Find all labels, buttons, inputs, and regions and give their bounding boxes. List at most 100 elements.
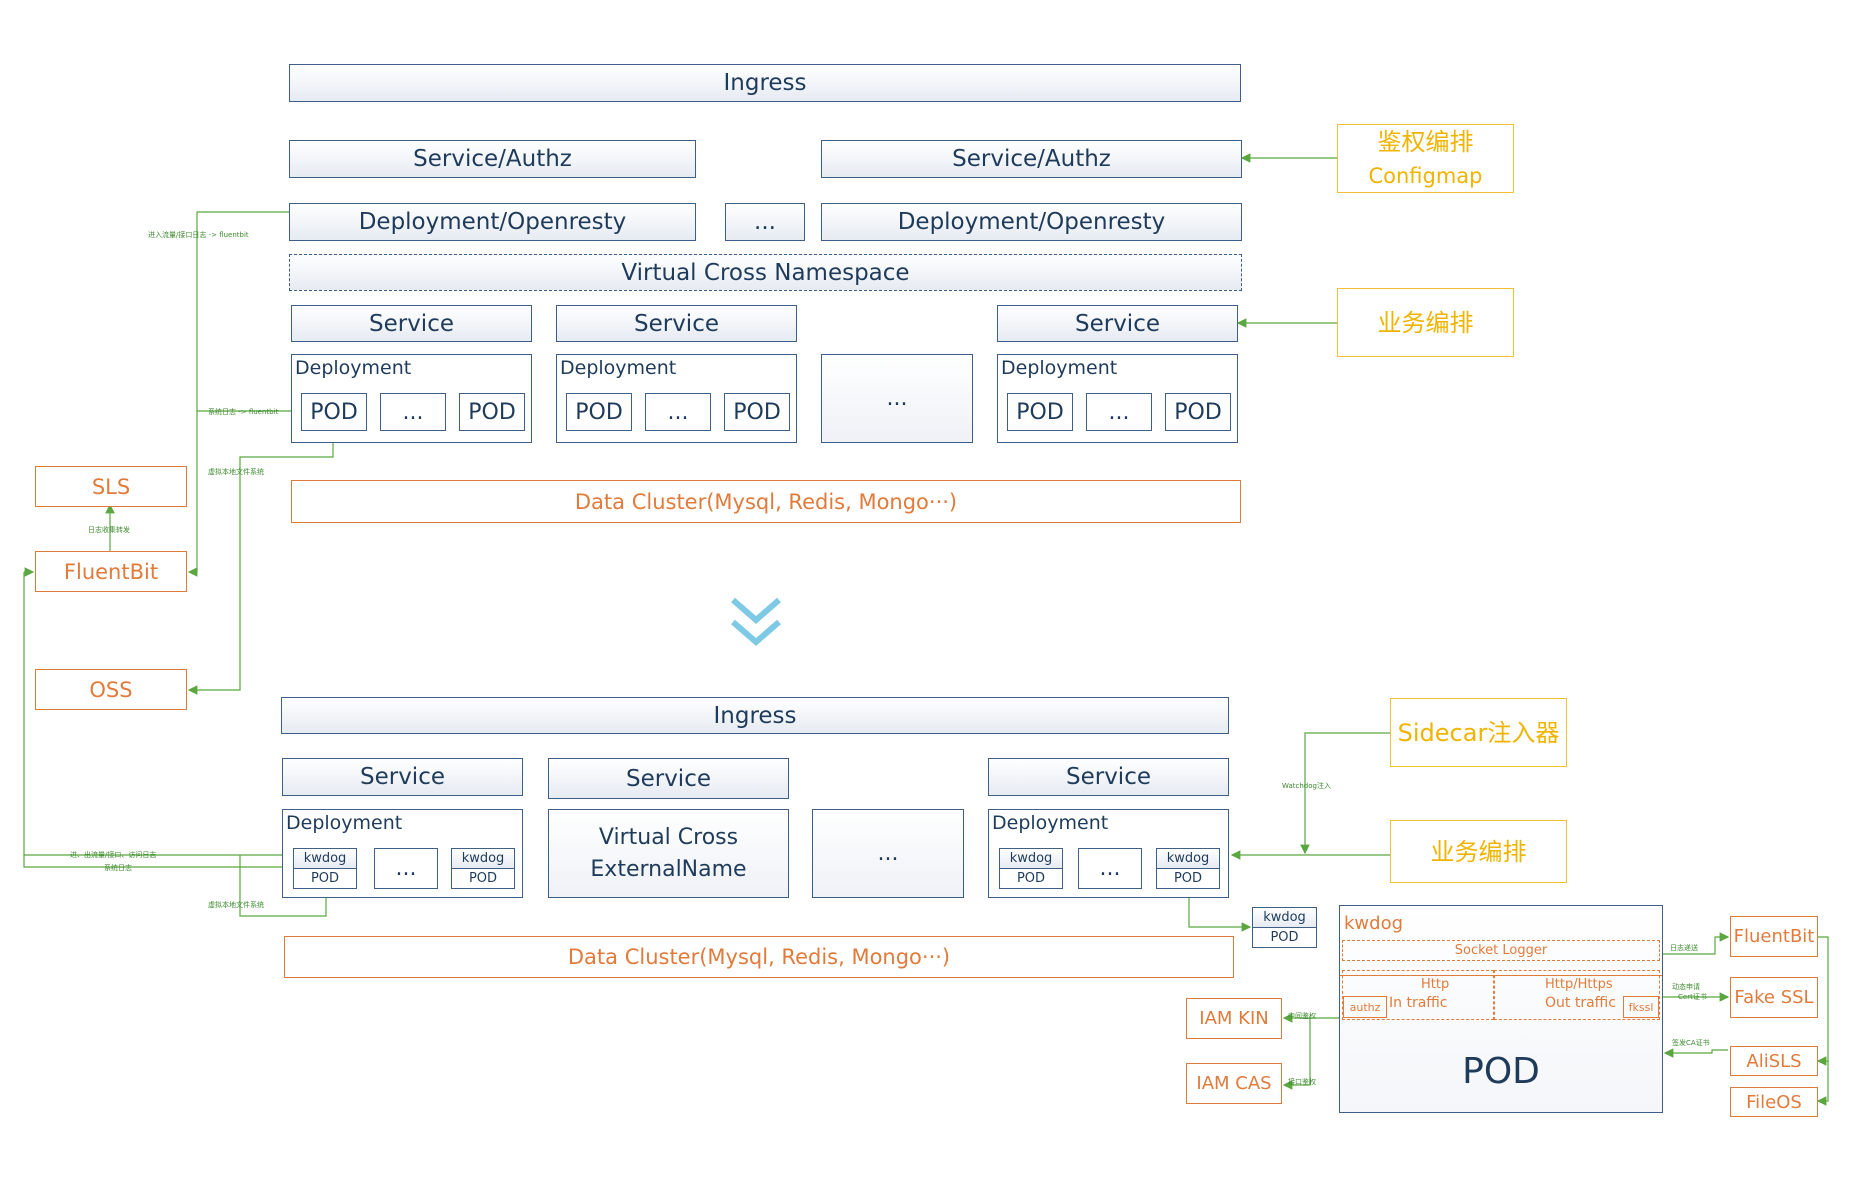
pod-ellipsis: ... <box>1086 393 1152 431</box>
connector-iam-cas <box>1282 1017 1348 1090</box>
kwdog-detail-panel: kwdog Socket Logger Http In traffic auth… <box>1339 905 1663 1113</box>
kwdog-label: kwdog <box>1253 908 1316 928</box>
out-traffic-label: Out traffic <box>1545 995 1616 1011</box>
kwdog-pod: kwdog POD <box>451 848 515 889</box>
in-traffic-label: In traffic <box>1389 995 1448 1011</box>
pod-label: POD <box>575 399 623 425</box>
pod-ellipsis: ... <box>1078 848 1142 889</box>
top-deployment-3: Deployment POD ... POD <box>997 354 1238 443</box>
kwdog-pod: kwdog POD <box>1156 848 1220 889</box>
ellipsis-label: ... <box>395 856 417 881</box>
http-https-label: Http/Https <box>1545 977 1613 992</box>
pod-label: POD <box>1016 399 1064 425</box>
kwdog-label: kwdog <box>294 849 356 869</box>
bottom-ingress: Ingress <box>281 697 1229 734</box>
oss-box: OSS <box>35 669 187 710</box>
out-traffic-section: Http/Https Out traffic fkssl <box>1494 970 1660 1020</box>
ellipsis-label: ... <box>402 399 424 425</box>
virtual-cross-namespace-label: Virtual Cross Namespace <box>621 259 910 286</box>
ellipsis-label: ... <box>754 209 776 235</box>
kwdog-pod: kwdog POD <box>293 848 357 889</box>
deployment-openresty-label: Deployment/Openresty <box>358 209 627 235</box>
pod-label: POD <box>733 399 781 425</box>
fileos-box: FileOS <box>1730 1087 1818 1117</box>
iam-cas-box: IAM CAS <box>1186 1063 1282 1104</box>
pod: POD <box>459 393 525 431</box>
edge-label: 日志递送 <box>1670 944 1698 952</box>
kwdog-pod-standalone: kwdog POD <box>1252 907 1317 948</box>
top-deployment-2: Deployment POD ... POD <box>556 354 797 443</box>
alisls-label: AliSLS <box>1746 1050 1802 1072</box>
socket-logger-label: Socket Logger <box>1454 943 1548 958</box>
connector-openresty-fluentbit <box>187 211 289 577</box>
bottom-deployment-3: Deployment kwdog POD ... kwdog POD <box>988 809 1229 898</box>
top-data-cluster: Data Cluster(Mysql, Redis, Mongo···) <box>291 480 1241 523</box>
edge-label: 日志收集转发 <box>88 526 130 534</box>
service-label: Service <box>368 310 454 337</box>
authz-box: authz <box>1343 996 1387 1018</box>
edge-label: 系统日志 -> fluentbit <box>208 408 279 416</box>
top-ingress: Ingress <box>289 64 1241 102</box>
service-label: Service <box>1065 764 1151 790</box>
pod-label: POD <box>310 399 358 425</box>
kwdog-section <box>1340 906 1662 976</box>
bottom-ingress-label: Ingress <box>713 702 797 729</box>
connector-alisls <box>1816 936 1829 1066</box>
connector-bottom-loop <box>23 572 294 868</box>
kwdog-detail-label: kwdog <box>1344 913 1404 934</box>
service-label: Service <box>359 764 445 790</box>
edge-label: Cert证书 <box>1678 993 1707 1001</box>
fake-ssl-box: Fake SSL <box>1730 977 1818 1018</box>
top-virtual-cross-namespace: Virtual Cross Namespace <box>289 254 1242 291</box>
iam-kin-label: IAM KIN <box>1199 1008 1269 1029</box>
fluentbit-box: FluentBit <box>35 551 187 592</box>
service-authz-label: Service/Authz <box>413 146 572 172</box>
top-service-2: Service <box>556 305 797 342</box>
ellipsis-label: ... <box>1099 856 1121 881</box>
edge-label: 系统日志 <box>104 864 132 872</box>
service-label: Service <box>625 765 711 792</box>
top-deployment-ellipsis: ... <box>821 354 973 443</box>
connector-sidecar <box>1300 732 1390 855</box>
detail-pod-label: POD <box>1462 1051 1540 1092</box>
edge-label: 进、出流量/接口、访问日志 <box>70 851 157 859</box>
service-label: Service <box>1074 310 1160 337</box>
pod-label: POD <box>468 399 516 425</box>
edge-label: 进入流量/接口日志 -> fluentbit <box>148 231 249 239</box>
deployment-label: Deployment <box>1001 357 1118 379</box>
pod-ellipsis: ... <box>380 393 446 431</box>
authz-label: authz <box>1349 1000 1381 1014</box>
deployment-label: Deployment <box>992 812 1109 834</box>
deployment-label: Deployment <box>295 357 412 379</box>
bottom-deployment-ellipsis: ... <box>812 809 964 898</box>
top-service-authz-right: Service/Authz <box>821 140 1242 178</box>
pod-label: POD <box>1270 929 1299 945</box>
authz-configmap-box: 鉴权编排 Configmap <box>1337 124 1514 193</box>
biz-orchestration-label: 业务编排 <box>1377 308 1474 337</box>
http-label: Http <box>1421 977 1450 992</box>
top-ingress-label: Ingress <box>723 70 807 96</box>
ellipsis-label: ... <box>1108 399 1130 425</box>
connector-fluentbit-right <box>1663 932 1730 955</box>
pod-label: POD <box>1173 870 1203 886</box>
iam-kin-box: IAM KIN <box>1186 998 1282 1039</box>
connector-bottom-vfs <box>239 855 327 917</box>
pod-label: POD <box>1016 870 1046 886</box>
data-cluster-label: Data Cluster(Mysql, Redis, Mongo···) <box>567 945 951 969</box>
top-service-3: Service <box>997 305 1238 342</box>
in-traffic-section: Http In traffic authz <box>1342 970 1494 1020</box>
bottom-service-1: Service <box>282 758 523 796</box>
edge-label: Watchdog注入 <box>1282 782 1331 790</box>
kwdog-pod: kwdog POD <box>999 848 1063 889</box>
connector-pod-detail <box>1188 898 1252 932</box>
fluentbit-right-box: FluentBit <box>1730 916 1818 957</box>
deployment-label: Deployment <box>560 357 677 379</box>
pod: POD <box>1007 393 1073 431</box>
ellipsis-label: ... <box>886 386 908 411</box>
fluentbit-label: FluentBit <box>1733 926 1815 947</box>
bottom-service-3: Service <box>988 758 1229 796</box>
edge-label: 动态申请 <box>1672 983 1700 991</box>
edge-label: 接口鉴权 <box>1288 1078 1316 1086</box>
data-cluster-label: Data Cluster(Mysql, Redis, Mongo···) <box>574 489 958 514</box>
top-openresty-ellipsis: ... <box>725 203 805 241</box>
